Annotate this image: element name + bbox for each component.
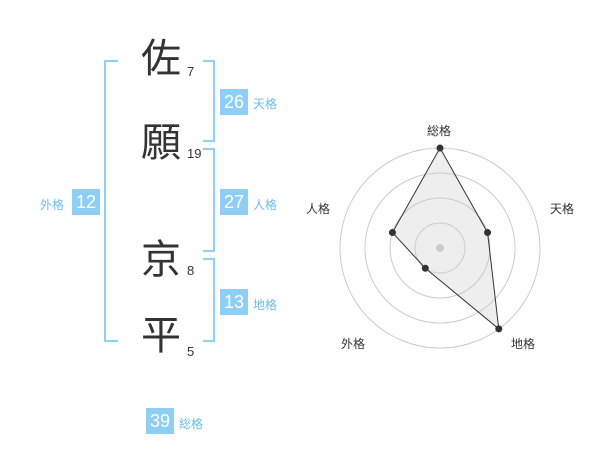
name-char-2: 願 xyxy=(141,120,181,166)
radar-label-tenkaku: 天格 xyxy=(550,202,575,216)
tenkaku-bracket xyxy=(203,60,215,142)
soukaku-value: 39 xyxy=(146,408,174,434)
gaikaku-value: 12 xyxy=(72,189,100,215)
radar-point-5 xyxy=(388,229,396,237)
name-char-1: 佐 xyxy=(141,36,181,82)
radar-label-gaikaku: 外格 xyxy=(341,337,366,351)
radar-ring-2 xyxy=(389,197,491,299)
radar-center-dot xyxy=(436,244,444,252)
stroke-count-1: 7 xyxy=(187,64,195,79)
tenkaku-label: 天格 xyxy=(253,97,278,111)
name-char-4: 平 xyxy=(141,313,181,359)
soukaku-label: 総格 xyxy=(179,417,204,431)
radar-point-4 xyxy=(421,264,429,272)
radar-polygon xyxy=(391,146,500,331)
radar-ring-3 xyxy=(364,172,516,324)
stroke-count-3: 8 xyxy=(187,263,195,278)
radar-ring-1 xyxy=(414,222,466,274)
radar-point-2 xyxy=(484,229,492,237)
radar-point-3 xyxy=(495,325,503,333)
stroke-count-4: 5 xyxy=(187,344,195,359)
gaikaku-label: 外格 xyxy=(40,198,65,212)
radar-label-chikaku: 地格 xyxy=(511,337,536,351)
jinkaku-bracket xyxy=(203,148,215,252)
gaikaku-bracket xyxy=(104,60,118,342)
chikaku-label: 地格 xyxy=(253,298,278,312)
name-char-3: 京 xyxy=(141,237,181,283)
chikaku-bracket xyxy=(203,258,215,342)
chikaku-value: 13 xyxy=(220,289,248,315)
tenkaku-value: 26 xyxy=(220,89,248,115)
stroke-count-2: 19 xyxy=(187,146,202,161)
radar-label-soukaku: 総格 xyxy=(427,124,452,138)
radar-point-1 xyxy=(436,144,444,152)
radar-label-jinkaku: 人格 xyxy=(306,202,331,216)
jinkaku-label: 人格 xyxy=(253,198,278,212)
jinkaku-value: 27 xyxy=(220,189,248,215)
